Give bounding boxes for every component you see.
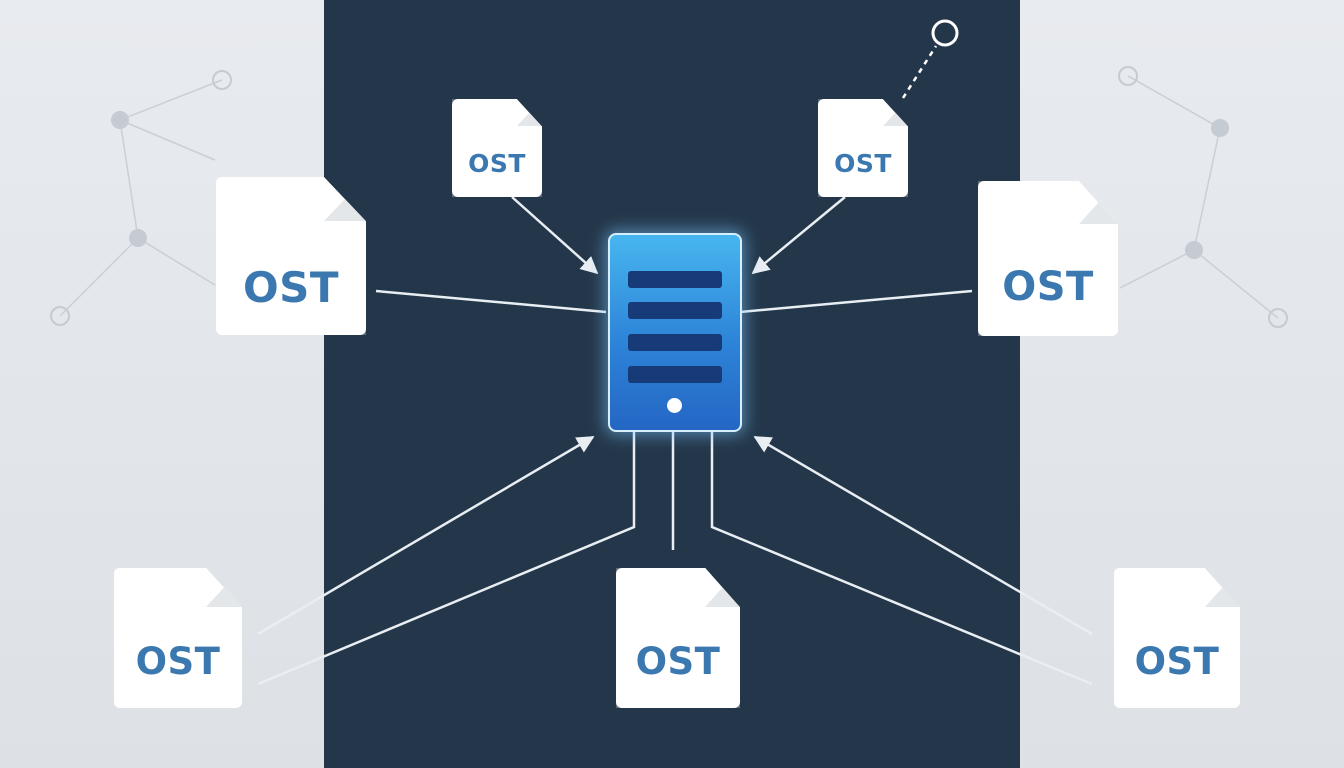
ost-file-label: OST	[635, 640, 721, 683]
ost-file-label: OST	[135, 640, 221, 683]
ost-file-icon: OST	[818, 99, 908, 197]
ost-file-label: OST	[468, 149, 526, 178]
endpoint-circle	[931, 19, 959, 47]
ost-file-icon: OST	[1114, 568, 1240, 708]
ost-file-icon: OST	[616, 568, 740, 708]
server-icon	[608, 233, 742, 432]
ost-file-icon: OST	[216, 177, 366, 335]
server-slot	[628, 271, 722, 288]
dashed-connector	[901, 45, 938, 99]
server-slot	[628, 302, 722, 319]
server-status-light	[667, 398, 682, 413]
network-decoration-left	[59, 79, 223, 317]
ost-file-icon: OST	[114, 568, 242, 708]
ost-file-label: OST	[1002, 264, 1094, 310]
ost-file-label: OST	[834, 149, 892, 178]
ost-file-icon: OST	[978, 181, 1118, 336]
ost-file-label: OST	[1134, 640, 1220, 683]
server-slot	[628, 366, 722, 383]
ost-file-icon: OST	[452, 99, 542, 197]
ost-file-label: OST	[242, 263, 340, 312]
connectors	[257, 196, 1093, 686]
server-slot	[628, 334, 722, 351]
network-nodes-left	[111, 111, 147, 247]
network-decoration-right	[1119, 75, 1279, 319]
